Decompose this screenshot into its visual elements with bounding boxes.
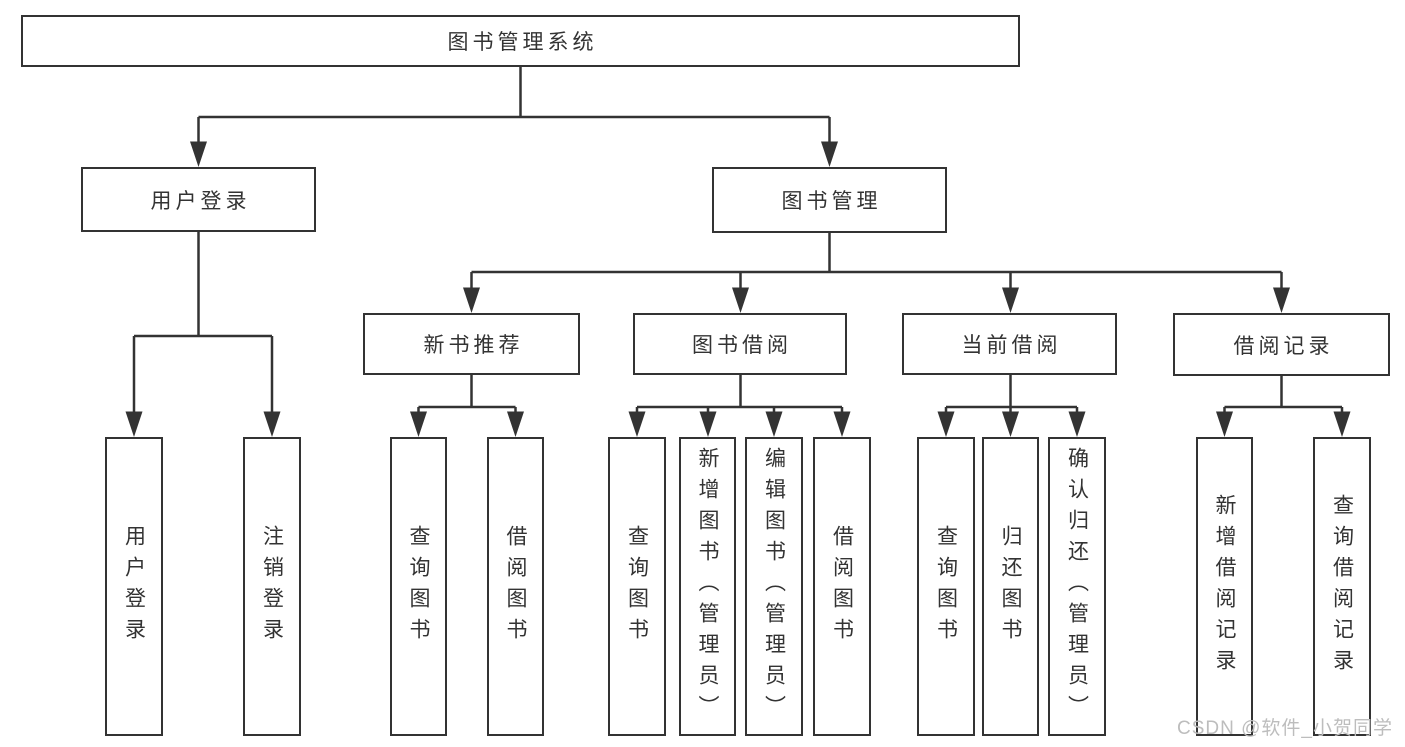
node-label: 查询图书 xyxy=(625,524,649,649)
arrow-down-icon xyxy=(263,411,281,437)
arrow-down-icon xyxy=(1002,411,1019,437)
watermark: CSDN @软件_小贺同学 xyxy=(1177,718,1393,739)
node-newbook-borrow: 借阅图书 xyxy=(487,437,544,736)
node-label: 查询借阅记录 xyxy=(1330,493,1354,680)
arrow-down-icon xyxy=(125,411,143,437)
node-label: 用户登录 xyxy=(122,524,146,649)
node-book-management: 图书管理 xyxy=(712,167,947,233)
node-new-book-recommend: 新书推荐 xyxy=(363,313,580,375)
arrow-down-icon xyxy=(1273,287,1290,313)
node-borrow-edit-admin: 编辑图书（管理员） xyxy=(745,437,803,736)
node-borrow-add-admin: 新增图书（管理员） xyxy=(679,437,736,736)
node-label: 图书管理 xyxy=(781,190,882,213)
connector-book-management-children xyxy=(463,233,1290,313)
node-label: 注销登录 xyxy=(260,524,284,649)
connector-user-login-children xyxy=(125,232,281,437)
arrow-down-icon xyxy=(410,411,427,437)
arrow-down-icon xyxy=(699,411,717,437)
node-records-add: 新增借阅记录 xyxy=(1196,437,1253,736)
arrow-down-icon xyxy=(1216,411,1233,437)
node-current-confirm-admin: 确认归还（管理员） xyxy=(1048,437,1106,736)
node-label: 借阅图书 xyxy=(830,524,854,649)
node-newbook-query: 查询图书 xyxy=(390,437,447,736)
connector-borrow-records-children xyxy=(1216,376,1351,437)
node-borrow-query: 查询图书 xyxy=(608,437,666,736)
arrow-down-icon xyxy=(507,411,524,437)
arrow-down-icon xyxy=(833,411,851,437)
connector-current-borrow-children xyxy=(937,375,1086,437)
node-login-user: 用户登录 xyxy=(105,437,163,736)
connector-book-borrow-children xyxy=(628,375,851,437)
arrow-down-icon xyxy=(1068,411,1086,437)
arrow-down-icon xyxy=(765,411,783,437)
arrow-down-icon xyxy=(1002,287,1019,313)
arrow-down-icon xyxy=(732,287,749,313)
node-root: 图书管理系统 xyxy=(21,15,1020,67)
arrow-down-icon xyxy=(1333,411,1351,437)
node-label: 借阅记录 xyxy=(1233,334,1334,358)
node-label: 借阅图书 xyxy=(504,524,527,649)
node-label: 当前借阅 xyxy=(961,334,1062,357)
connector-root-to-level2 xyxy=(190,67,838,167)
node-current-query: 查询图书 xyxy=(917,437,975,736)
connector-new-books-children xyxy=(410,375,524,437)
node-label: 确认归还（管理员） xyxy=(1065,447,1089,726)
node-label: 用户登录 xyxy=(150,189,251,213)
arrow-down-icon xyxy=(190,141,207,167)
node-label: 查询图书 xyxy=(407,524,430,649)
node-label: 归还图书 xyxy=(999,524,1022,649)
arrow-down-icon xyxy=(628,411,646,437)
node-label: 新书推荐 xyxy=(423,334,524,357)
node-label: 图书管理系统 xyxy=(447,31,598,54)
node-current-return: 归还图书 xyxy=(982,437,1039,736)
arrow-down-icon xyxy=(821,141,838,167)
node-book-borrowing: 图书借阅 xyxy=(633,313,847,375)
arrow-down-icon xyxy=(463,287,480,313)
node-current-borrowing: 当前借阅 xyxy=(902,313,1117,375)
node-label: 新增借阅记录 xyxy=(1213,493,1236,680)
node-user-login: 用户登录 xyxy=(81,167,316,232)
node-label: 图书借阅 xyxy=(692,334,792,357)
node-label: 新增图书（管理员） xyxy=(696,447,719,726)
node-login-logout: 注销登录 xyxy=(243,437,301,736)
node-label: 编辑图书（管理员） xyxy=(762,447,786,726)
node-records-query: 查询借阅记录 xyxy=(1313,437,1371,736)
node-borrow-book: 借阅图书 xyxy=(813,437,871,736)
node-borrow-records: 借阅记录 xyxy=(1173,313,1390,376)
arrow-down-icon xyxy=(937,411,955,437)
node-label: 查询图书 xyxy=(934,524,958,649)
